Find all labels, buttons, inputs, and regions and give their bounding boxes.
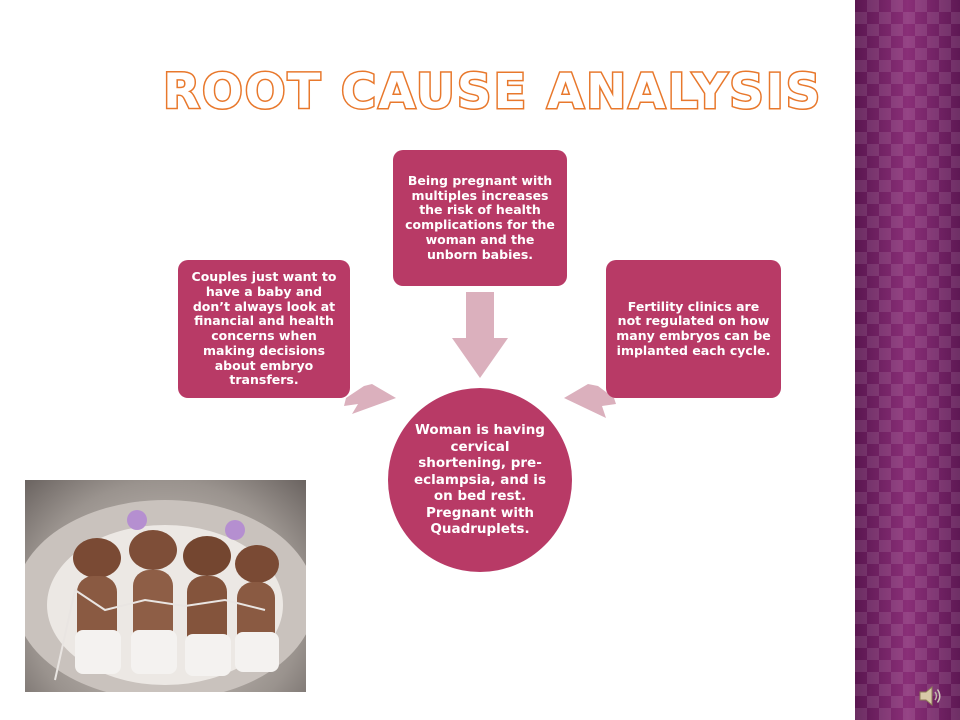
speaker-icon-graphic (919, 685, 941, 707)
center-node: Woman is having cervical shortening, pre… (388, 388, 572, 572)
cause-text-multiples: Being pregnant with multiples increases … (405, 172, 555, 262)
cause-text-clinics: Fertility clinics are not regulated on h… (616, 298, 771, 358)
cause-text-couples: Couples just want to have a baby and don… (191, 269, 337, 388)
decorative-sidebar (855, 0, 960, 720)
cause-box-couples: Couples just want to have a baby and don… (178, 260, 350, 398)
arrow-top-to-center (452, 292, 508, 378)
arrow-left-to-center (344, 384, 396, 414)
cause-box-multiples: Being pregnant with multiples increases … (393, 150, 567, 286)
center-node-text: Woman is having cervical shortening, pre… (414, 422, 546, 538)
slide-title: ROOT CAUSE ANALYSIS (162, 62, 822, 122)
speaker-icon[interactable] (916, 682, 944, 710)
quadruplets-photo-illustration (25, 500, 306, 692)
cause-box-clinics: Fertility clinics are not regulated on h… (606, 260, 781, 398)
slide-title-graphic: ROOT CAUSE ANALYSIS (162, 63, 822, 122)
quadruplets-photo (25, 480, 306, 692)
slide-title-text: ROOT CAUSE ANALYSIS (163, 64, 822, 120)
